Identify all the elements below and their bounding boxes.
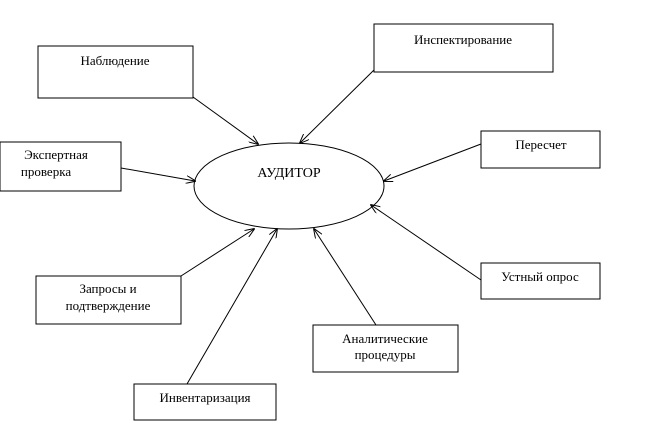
arrows	[120, 69, 482, 385]
node-label: Инвентаризация	[160, 390, 251, 405]
node-box	[480, 130, 601, 169]
center-label: АУДИТОР	[257, 166, 321, 181]
arrow-observation	[192, 96, 258, 144]
node-box	[0, 141, 122, 192]
node-label: Инспектирование	[414, 32, 512, 47]
node-label: проверка	[21, 164, 71, 179]
node-observation: Наблюдение	[37, 45, 194, 99]
node-label: Аналитические	[342, 331, 428, 346]
node-analytical: Аналитические процедуры	[312, 324, 459, 373]
node-label: подтверждение	[66, 298, 151, 313]
arrow-oral-survey	[371, 205, 482, 281]
center-ellipse	[193, 142, 385, 230]
node-requests: Запросы и подтверждение	[35, 275, 182, 325]
node-box	[37, 45, 194, 99]
arrow-inspection	[300, 69, 375, 143]
node-box	[480, 262, 601, 300]
node-inspection: Инспектирование	[373, 23, 554, 73]
node-label: Пересчет	[515, 137, 567, 152]
node-box	[373, 23, 554, 73]
arrow-expert-review	[120, 167, 195, 181]
node-label: процедуры	[355, 347, 416, 362]
node-label: Экспертная	[24, 147, 88, 162]
node-oral-survey: Устный опрос	[480, 262, 601, 300]
node-recount: Пересчет	[480, 130, 601, 169]
node-box	[312, 324, 459, 373]
arrow-recount	[384, 143, 482, 181]
arrow-analytical	[314, 229, 377, 326]
node-label: Устный опрос	[501, 269, 579, 284]
node-box	[35, 275, 182, 325]
node-expert-review: Экспертная проверка	[0, 141, 122, 192]
arrow-inventory	[186, 229, 277, 385]
node-inventory: Инвентаризация	[133, 383, 277, 421]
node-label: Запросы и	[79, 281, 136, 296]
node-label: Наблюдение	[80, 53, 149, 68]
center-node: АУДИТОР	[193, 142, 385, 230]
arrow-requests	[180, 229, 254, 277]
node-box	[133, 383, 277, 421]
